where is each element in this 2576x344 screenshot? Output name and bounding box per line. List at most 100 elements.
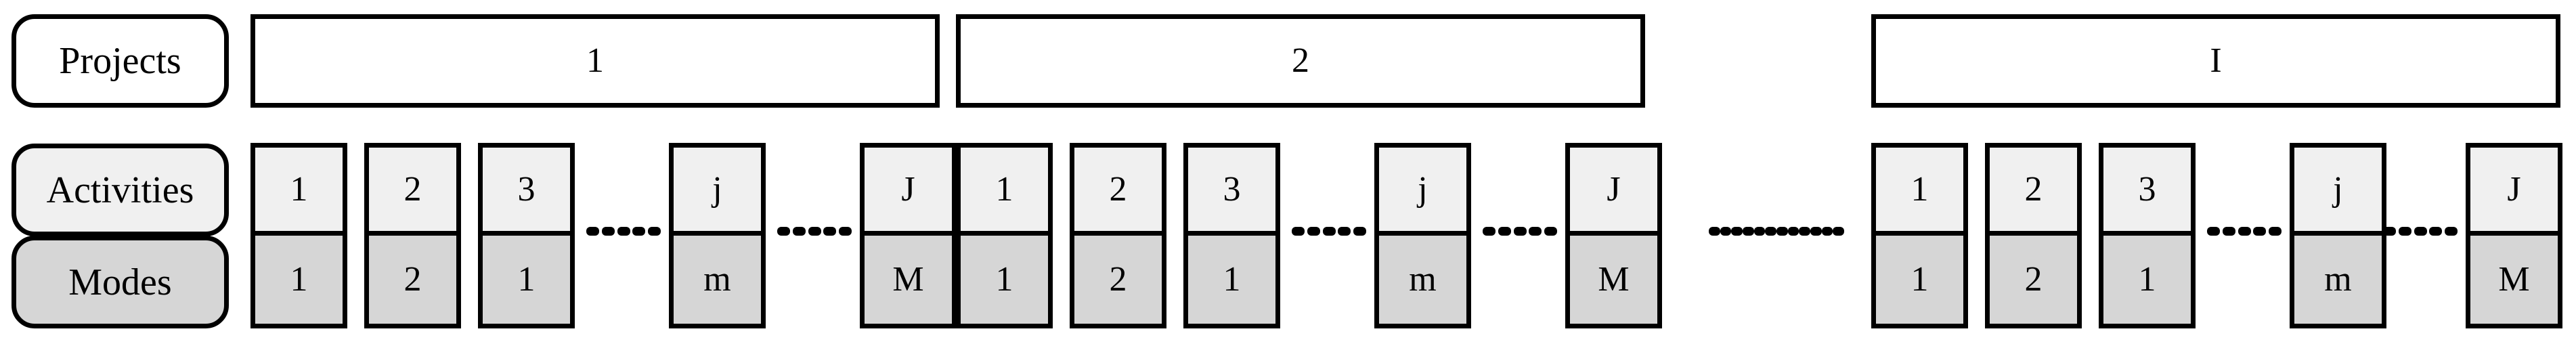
- dash-mark: [1307, 226, 1320, 236]
- dash-mark: [2429, 226, 2443, 236]
- mode-value: m: [2294, 236, 2382, 324]
- dash-mark: [1753, 226, 1766, 236]
- dash-mark: [1709, 226, 1720, 236]
- project-label: 1: [586, 41, 604, 80]
- dash-mark: [1821, 226, 1833, 236]
- dash-mark: [777, 226, 790, 236]
- mode-value: 1: [2103, 236, 2191, 324]
- dash-mark: [1833, 226, 1845, 236]
- ellipsis-dots: [586, 226, 661, 236]
- dash-mark: [2414, 226, 2427, 236]
- activity-value: J: [2470, 148, 2558, 236]
- dash-mark: [792, 226, 806, 236]
- dash-mark: [823, 226, 837, 236]
- mode-value: 1: [1188, 236, 1275, 324]
- activity-value: 1: [961, 148, 1048, 236]
- mode-value: 2: [1990, 236, 2077, 324]
- dash-mark: [1776, 226, 1788, 236]
- dash-mark: [839, 226, 852, 236]
- activity-value: 2: [369, 148, 456, 236]
- dash-mark: [1743, 226, 1754, 236]
- mode-value: 1: [1876, 236, 1963, 324]
- dash-mark: [808, 226, 821, 236]
- activity-value: j: [674, 148, 761, 236]
- dash-mark: [1765, 226, 1777, 236]
- activity-value: J: [865, 148, 952, 236]
- dash-mark: [601, 226, 615, 236]
- activity-value: 1: [1876, 148, 1963, 236]
- mode-value: M: [1570, 236, 1657, 324]
- ellipsis-dots: [777, 226, 852, 236]
- dash-mark: [1353, 226, 1366, 236]
- dash-mark: [1529, 226, 1542, 236]
- mode-value: 1: [961, 236, 1048, 324]
- mode-value: 1: [255, 236, 343, 324]
- dash-mark: [2398, 226, 2411, 236]
- dash-mark: [2253, 226, 2267, 236]
- row-label-modes-text: Modes: [68, 261, 172, 303]
- dash-mark: [1544, 226, 1557, 236]
- ellipsis-dots: [1709, 226, 1845, 236]
- mode-value: m: [674, 236, 761, 324]
- dash-mark: [2383, 226, 2396, 236]
- activity-value: J: [1570, 148, 1657, 236]
- dash-mark: [2207, 226, 2220, 236]
- project-box[interactable]: 2: [956, 14, 1645, 108]
- activity-value: 3: [1188, 148, 1275, 236]
- dash-mark: [1483, 226, 1496, 236]
- activity-value: 1: [255, 148, 343, 236]
- row-label-activities-text: Activities: [46, 169, 194, 211]
- dash-mark: [1720, 226, 1732, 236]
- activity-value: 3: [2103, 148, 2191, 236]
- project-label: 2: [1292, 41, 1309, 80]
- row-label-projects-text: Projects: [59, 40, 181, 82]
- dash-mark: [1787, 226, 1799, 236]
- project-label: I: [2210, 41, 2222, 80]
- dash-mark: [617, 226, 630, 236]
- dash-mark: [2269, 226, 2282, 236]
- dash-mark: [1513, 226, 1527, 236]
- dash-mark: [1731, 226, 1743, 236]
- mode-value: M: [865, 236, 952, 324]
- mode-value: 2: [1074, 236, 1162, 324]
- ellipsis-dots: [2383, 226, 2458, 236]
- mode-value: m: [1379, 236, 1466, 324]
- dash-mark: [2445, 226, 2458, 236]
- ellipsis-dots: [1292, 226, 1366, 236]
- row-label-modes: Modes: [12, 236, 229, 328]
- activity-value: 2: [1074, 148, 1162, 236]
- dash-mark: [1292, 226, 1305, 236]
- activity-value: 3: [483, 148, 570, 236]
- mode-value: 1: [483, 236, 570, 324]
- dash-mark: [1338, 226, 1351, 236]
- mode-value: M: [2470, 236, 2558, 324]
- ellipsis-dots: [1483, 226, 1557, 236]
- dash-mark: [1322, 226, 1336, 236]
- dash-mark: [586, 226, 599, 236]
- dash-mark: [1810, 226, 1822, 236]
- dash-mark: [648, 226, 661, 236]
- mode-value: 2: [369, 236, 456, 324]
- project-box[interactable]: 1: [250, 14, 940, 108]
- activity-value: 2: [1990, 148, 2077, 236]
- project-box[interactable]: I: [1871, 14, 2560, 108]
- dash-mark: [1799, 226, 1811, 236]
- dash-mark: [2237, 226, 2251, 236]
- row-label-activities: Activities: [12, 144, 229, 236]
